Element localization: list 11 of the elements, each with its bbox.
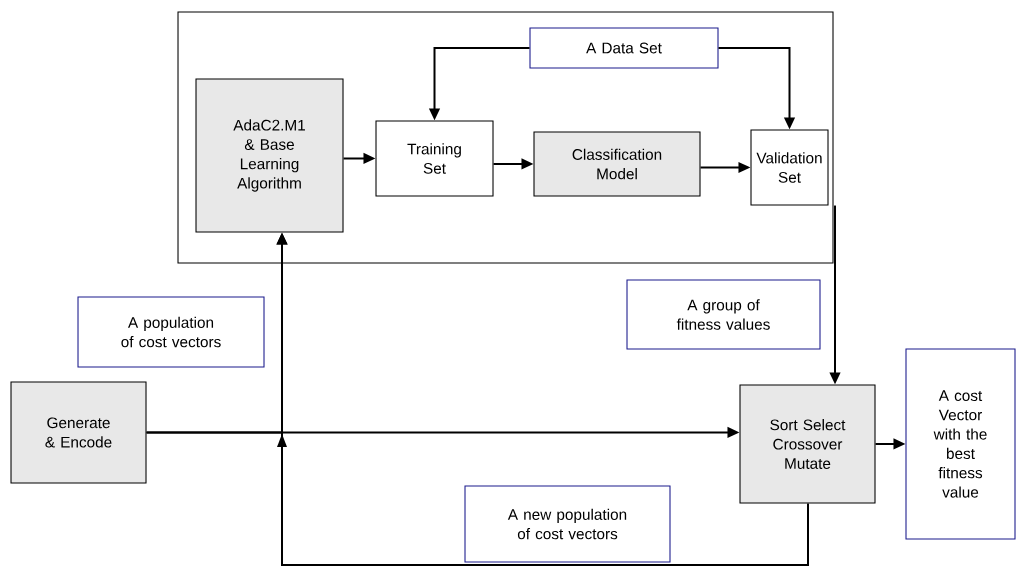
process-box: Generate & Encode — [10, 381, 147, 484]
note-box: A population of cost vectors — [77, 296, 265, 368]
process-box: Classification Model — [533, 131, 701, 197]
process-box: AdaC2.M1 & Base Learning Algorithm — [195, 78, 344, 233]
note-box: A new population of cost vectors — [464, 485, 671, 563]
note-box: A cost Vector with the best fitness value — [905, 348, 1016, 540]
note-box: A group of fitness values — [626, 279, 821, 350]
process-box: Training Set — [375, 120, 494, 197]
process-box: Validation Set — [750, 129, 829, 206]
data-box: A Data Set — [529, 27, 719, 69]
process-box: Sort Select Crossover Mutate — [739, 384, 876, 504]
